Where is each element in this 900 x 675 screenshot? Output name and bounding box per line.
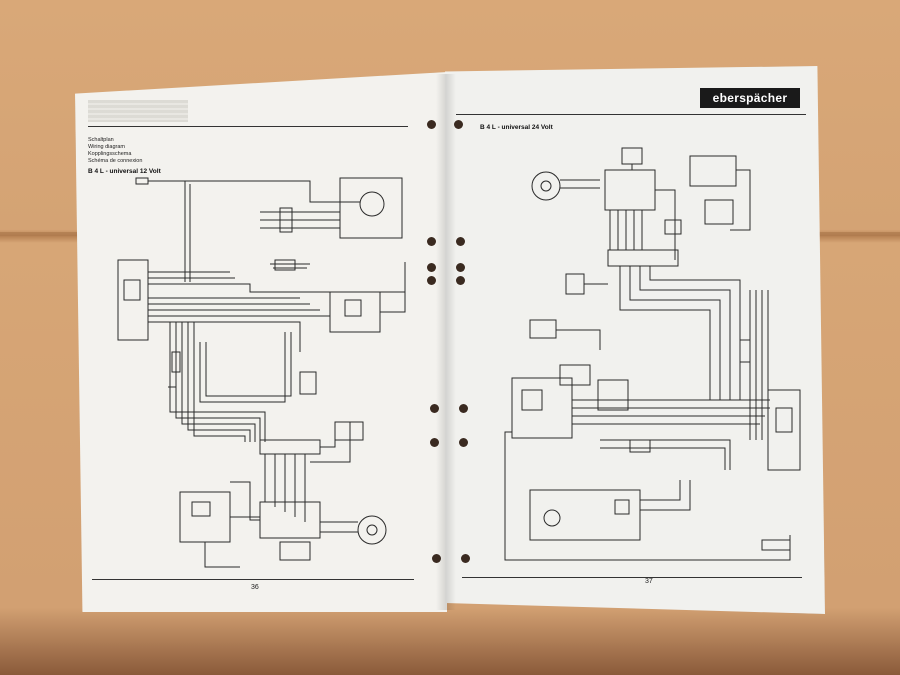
binder-hole [430,438,439,447]
wiring-diagram-12v [117,177,406,568]
heading-fr: Schéma de connexion [88,158,143,164]
left-footer-rule [92,579,414,580]
book-gutter [436,74,456,610]
left-page [75,72,447,612]
binder-hole [456,276,465,285]
binder-hole [461,554,470,563]
binder-hole [459,404,468,413]
binder-hole [432,554,441,563]
heading-de: Schaltplan [88,137,114,143]
brand-logo: eberspächer [700,88,800,108]
binder-hole [427,237,436,246]
binder-hole [459,438,468,447]
right-diagram-title: B 4 L - universal 24 Volt [480,124,553,131]
right-header-rule [456,114,806,115]
right-footer-rule [462,577,802,578]
left-page-number: 36 [251,584,259,591]
binder-hole [427,120,436,129]
binder-hole [427,276,436,285]
faded-header-band [88,100,188,122]
heading-sv: Kopplingsschema [88,151,132,157]
wiring-diagram-24v [504,147,801,561]
binder-hole [456,237,465,246]
binder-hole [430,404,439,413]
binder-hole [456,263,465,272]
binder-hole [427,263,436,272]
left-diagram-title: B 4 L - universal 12 Volt [88,168,161,175]
binder-hole [454,120,463,129]
left-header-rule [88,126,408,127]
heading-en: Wiring diagram [88,144,125,150]
right-page-number: 37 [645,578,653,585]
